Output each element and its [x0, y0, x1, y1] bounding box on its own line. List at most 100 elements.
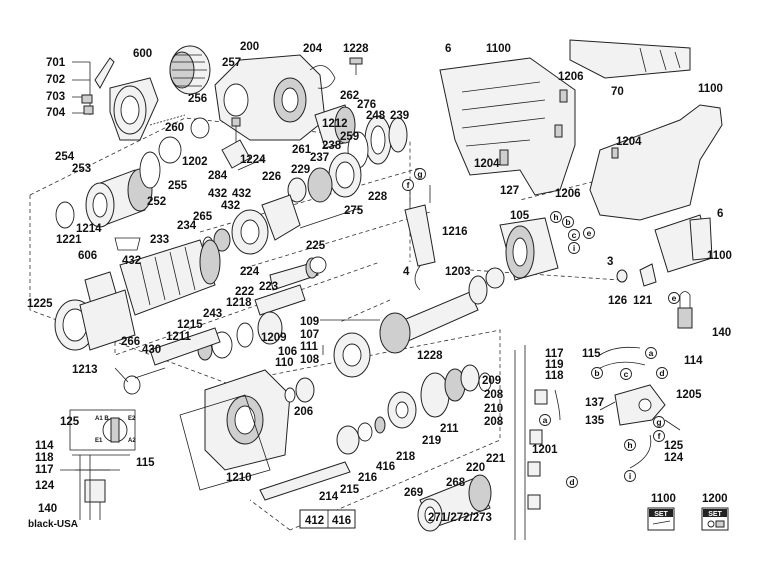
- carry-case-70: [569, 39, 691, 79]
- label-114-right: 114: [684, 355, 703, 367]
- label-119: 119: [545, 359, 564, 371]
- label-125-left: 125: [60, 416, 80, 428]
- label-115-right: 115: [582, 348, 601, 360]
- motor-housing-1100: [439, 57, 576, 196]
- spindle-gear-assembly: [417, 474, 492, 532]
- label-239: 239: [390, 110, 409, 122]
- label-221: 221: [486, 453, 506, 465]
- label-1204-mid: 1204: [474, 158, 500, 170]
- letter-c1: c: [572, 230, 577, 240]
- label-226: 226: [262, 171, 281, 183]
- wiring-schematic: [60, 409, 136, 520]
- label-70: 70: [611, 86, 624, 98]
- intermediate-shaft: [254, 256, 327, 316]
- label-208-b: 208: [484, 416, 504, 428]
- label-124-left: 124: [35, 480, 55, 492]
- label-121: 121: [633, 295, 653, 307]
- depth-gauge-rod-part: [94, 57, 115, 89]
- label-3: 3: [607, 256, 613, 268]
- label-237: 237: [310, 152, 329, 164]
- label-125-right: 125: [664, 440, 684, 452]
- part-number-labels: 701 702 703 704 600 257 200 204 1228 6 1…: [27, 41, 732, 530]
- label-110: 110: [275, 357, 294, 369]
- label-271-272-273: 271/272/273: [428, 512, 492, 524]
- gearbox-flange-206: [179, 369, 291, 491]
- hammer-tube-233: [119, 239, 221, 316]
- label-1202: 1202: [182, 156, 208, 168]
- label-114-left: 114: [35, 440, 54, 452]
- label-416-mid: 416: [376, 461, 395, 473]
- gear-stack-upper: [287, 104, 408, 203]
- label-107: 107: [300, 329, 319, 341]
- label-124-right: 124: [664, 452, 684, 464]
- label-1216: 1216: [442, 226, 468, 238]
- letter-h2: h: [627, 440, 632, 450]
- label-416-box: 416: [332, 515, 351, 527]
- spring-parts: [149, 114, 210, 164]
- label-248: 248: [366, 110, 386, 122]
- label-1206-lower: 1206: [555, 188, 581, 200]
- letter-b1: b: [565, 217, 570, 227]
- label-252: 252: [147, 196, 166, 208]
- label-106: 106: [278, 346, 297, 358]
- switch-137: [599, 346, 681, 469]
- label-215: 215: [340, 484, 360, 496]
- label-229: 229: [291, 164, 310, 176]
- schematic-text: A1 B E2 E1 A2: [95, 416, 136, 444]
- label-253: 253: [72, 163, 91, 175]
- label-108: 108: [300, 354, 320, 366]
- label-1213: 1213: [72, 364, 98, 376]
- label-1212: 1212: [322, 118, 348, 130]
- label-275: 275: [344, 205, 364, 217]
- chuck-part-257: [169, 45, 211, 95]
- spindle-430: [123, 327, 221, 395]
- label-1224: 1224: [240, 154, 266, 166]
- label-118-right: 118: [545, 370, 564, 382]
- label-260: 260: [165, 122, 184, 134]
- set-badge-text-2: SET: [708, 511, 722, 518]
- letter-i1: i: [573, 243, 575, 253]
- label-1100-set: 1100: [651, 493, 676, 505]
- letter-i2: i: [629, 471, 631, 481]
- label-216: 216: [358, 472, 377, 484]
- lower-gear-train: [259, 364, 492, 501]
- letter-c2: c: [624, 369, 629, 379]
- label-219: 219: [422, 435, 441, 447]
- suppressor-140: [677, 291, 693, 329]
- schematic-a1b: A1 B: [95, 416, 109, 422]
- letter-a1: a: [649, 348, 654, 358]
- label-262: 262: [340, 90, 359, 102]
- label-223: 223: [259, 281, 278, 293]
- label-1221: 1221: [56, 234, 82, 246]
- gear-set-432: [202, 194, 361, 255]
- label-257: 257: [222, 57, 241, 69]
- cable-protector-1216: [404, 185, 436, 291]
- label-1100-lower: 1100: [707, 250, 732, 262]
- label-1228-top: 1228: [343, 43, 369, 55]
- label-1204-right: 1204: [616, 136, 642, 148]
- label-1201: 1201: [532, 444, 558, 456]
- label-109: 109: [300, 316, 319, 328]
- gear-housing-200: [214, 54, 326, 141]
- label-228: 228: [368, 191, 388, 203]
- label-224: 224: [240, 266, 260, 278]
- brush-holder-column: [524, 345, 561, 540]
- schematic-a2: A2: [128, 438, 136, 444]
- label-1218: 1218: [226, 297, 252, 309]
- label-225: 225: [306, 240, 326, 252]
- label-266: 266: [121, 336, 140, 348]
- handle-housing-1100: [589, 104, 723, 273]
- clip-and-screw: [309, 57, 363, 89]
- label-432-d: 432: [122, 255, 141, 267]
- label-140-left: 140: [38, 503, 57, 515]
- label-220: 220: [466, 462, 485, 474]
- depth-gauge-group: [72, 57, 159, 141]
- label-127: 127: [500, 185, 519, 197]
- set-badge-1200: SET: [701, 507, 729, 531]
- circled-letter-markers: h b c e i f g e a b c d a d g f h i: [402, 168, 680, 488]
- label-135: 135: [585, 415, 605, 427]
- label-255: 255: [168, 180, 188, 192]
- label-1100-right: 1100: [698, 83, 723, 95]
- label-284: 284: [208, 170, 228, 182]
- set-badge-text-1: SET: [654, 511, 668, 518]
